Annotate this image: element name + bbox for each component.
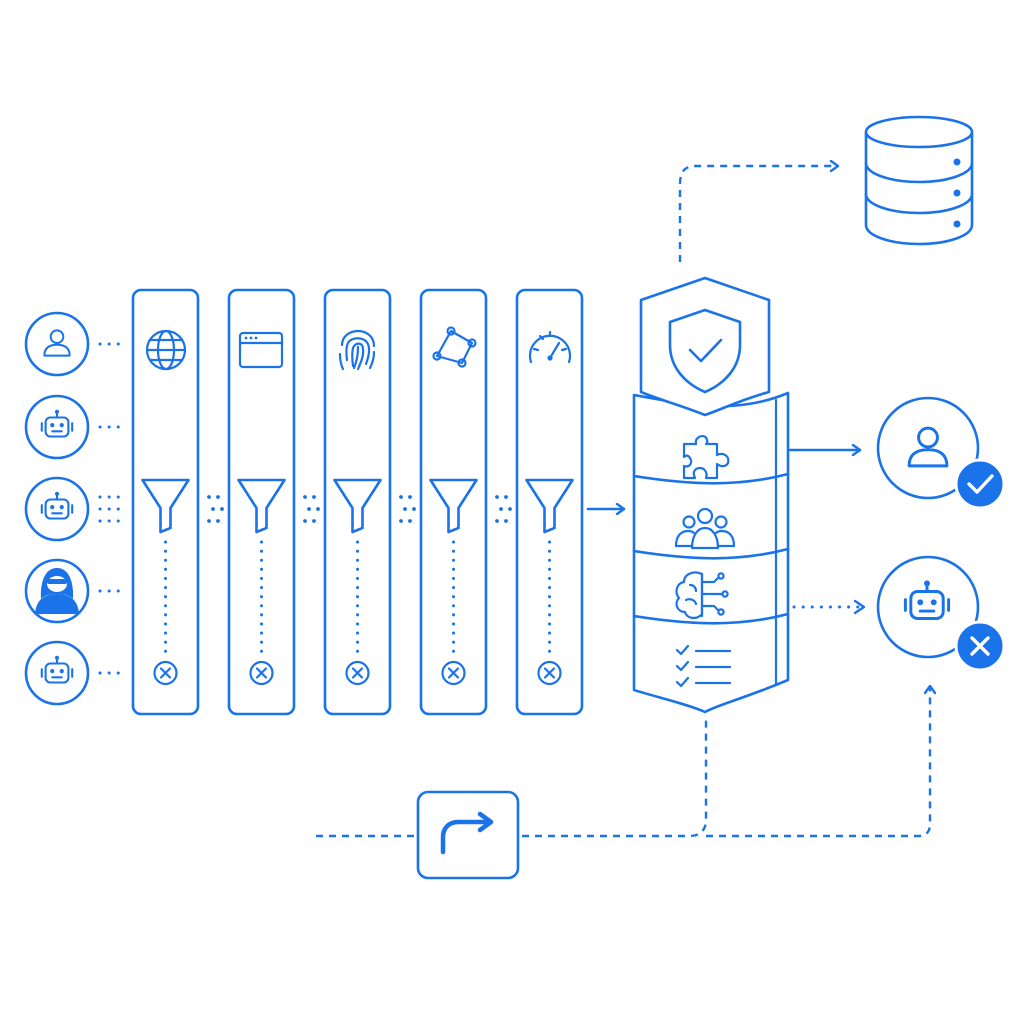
browser-window-icon — [238, 331, 284, 369]
reject-icon — [441, 660, 466, 686]
redirect-box[interactable] — [416, 790, 520, 880]
source-robot-3 — [24, 640, 90, 706]
source-robot-1 — [24, 394, 90, 460]
funnel-icon — [141, 478, 190, 534]
filter-fingerprint-icon — [338, 329, 376, 371]
outcome-blocked-bot — [876, 555, 1006, 672]
source-user — [24, 311, 90, 377]
filter-column-5 — [515, 288, 584, 716]
dot-cluster-4 — [495, 495, 512, 523]
robot-icon — [903, 578, 951, 620]
fingerprint-icon — [338, 329, 376, 371]
funnel-icon — [429, 478, 478, 534]
robot-icon — [40, 654, 74, 684]
filter-panel — [515, 288, 584, 716]
filter-browser-icon — [238, 331, 284, 369]
filter-globe-icon — [145, 329, 187, 371]
core-body — [632, 391, 790, 714]
network-graph-icon — [432, 326, 477, 368]
dot-cluster-2 — [303, 495, 320, 523]
redirect-arrow-icon — [440, 811, 494, 855]
security-core — [632, 276, 790, 714]
funnel-icon — [525, 478, 574, 534]
brain-circuit-icon — [675, 571, 729, 619]
puzzle-icon — [682, 434, 730, 480]
user-icon — [907, 426, 949, 468]
reject-icon — [537, 660, 562, 686]
source-robot-2 — [24, 476, 90, 542]
source-connectors — [98, 342, 126, 675]
between-column-dots — [207, 495, 512, 523]
filter-panel — [419, 288, 488, 716]
outcome-allowed-user — [876, 396, 1006, 510]
filter-columns — [131, 288, 584, 716]
filter-speed-icon — [528, 330, 572, 364]
robot-icon — [40, 408, 74, 438]
source-list — [24, 311, 90, 706]
database-icon — [864, 115, 974, 246]
core-to-redirect-line — [522, 718, 708, 838]
speedometer-icon — [528, 330, 572, 364]
globe-icon — [145, 329, 187, 371]
filter-column-1 — [131, 288, 200, 716]
dot-cluster-1 — [207, 495, 224, 523]
reject-icon — [153, 660, 178, 686]
funnel-icon — [237, 478, 286, 534]
check-badge-icon — [954, 458, 1006, 510]
users-group-icon — [674, 507, 736, 550]
shield-check-icon — [668, 308, 742, 394]
redirect-to-bot-line — [706, 686, 930, 838]
funnel-icon — [333, 478, 382, 534]
checklist-icon — [675, 644, 732, 688]
robot-icon — [40, 490, 74, 520]
hacker-icon — [35, 568, 79, 614]
filter-column-2 — [227, 288, 296, 716]
filter-panel — [323, 288, 392, 716]
filter-network-icon — [432, 326, 477, 368]
core-cap — [639, 276, 771, 417]
filter-column-4 — [419, 288, 488, 716]
filter-column-3 — [323, 288, 392, 716]
dot-cluster-3 — [399, 495, 416, 523]
cross-badge-icon — [954, 620, 1006, 672]
user-icon — [43, 329, 71, 357]
source-hacker — [24, 558, 90, 624]
to-database-connector — [678, 166, 838, 262]
filter-panel — [131, 288, 200, 716]
filter-panel — [227, 288, 296, 716]
reject-icon — [249, 660, 274, 686]
reject-icon — [345, 660, 370, 686]
